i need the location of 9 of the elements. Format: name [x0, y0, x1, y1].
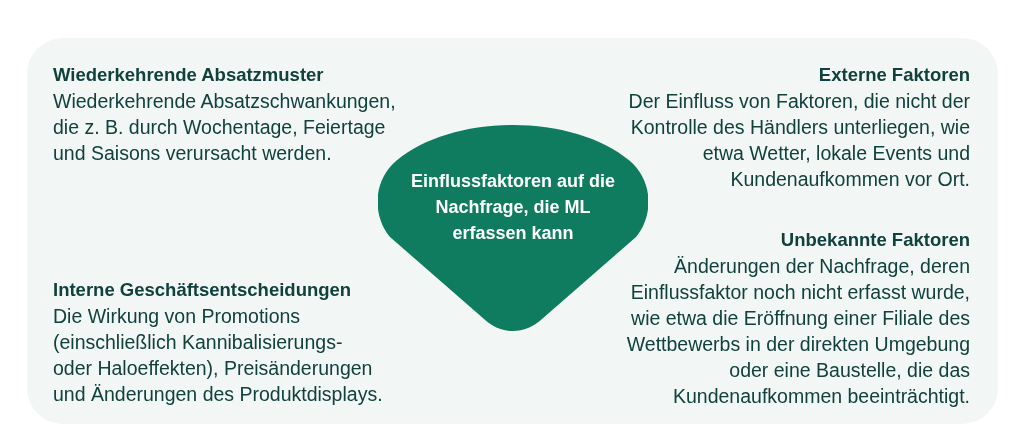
- description-text: Die Wirkung von Promotions (einschließlich Kannibalisierungs- oder Haloeffekten), Preisänderungen und Änderungen des Produktdisplays.: [53, 304, 384, 407]
- description-text: Änderungen der Nachfrage, deren Einflussfaktor noch nicht erfasst wurde, wie etwa die Eröffnung einer Filiale des Wettbewerbs in der direkten Umgebung oder eine Baustelle, die das Kundenaufkommen beeinträchtigt.: [625, 254, 970, 409]
- section-heading: Externe Faktoren: [818, 63, 970, 87]
- center-title: Einflussfaktoren auf die Nachfrage, die ML erfassen kann: [409, 170, 616, 245]
- section-heading: Interne Geschäftsentscheidungen: [53, 278, 352, 302]
- section-heading: Unbekannte Faktoren: [780, 228, 970, 252]
- description-text: Wiederkehrende Absatzschwankungen, die z. B. durch Wochentage, Feiertage und Saisons verursacht werden.: [53, 89, 397, 166]
- description-text: Der Einfluss von Faktoren, die nicht der Kontrolle des Händlers unterliegen, wie etwa Wetter, lokale Events und Kundenaufkommen vor Ort.: [627, 89, 970, 192]
- section-heading: Wiederkehrende Absatzmuster: [53, 63, 324, 87]
